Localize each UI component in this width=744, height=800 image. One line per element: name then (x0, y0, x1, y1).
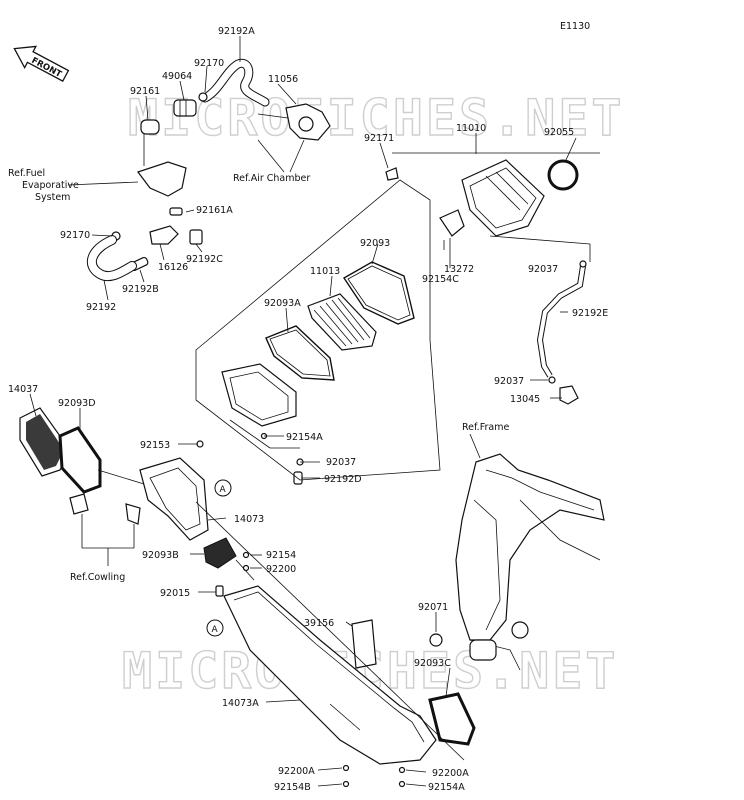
ref-fuel-label-3: System (35, 192, 70, 203)
circle-ref-a-upper: A (214, 479, 232, 497)
part-label: 92015 (160, 588, 190, 599)
part-label: 11056 (268, 74, 298, 85)
evap-parts-group (86, 58, 331, 282)
part-label: 92037 (494, 376, 524, 387)
circle-ref-a-lower: A (206, 619, 224, 637)
part-label: 92200 (266, 564, 296, 575)
part-label: 92200A (432, 768, 469, 779)
part-label: 92161 (130, 86, 160, 97)
part-label: 92093C (414, 658, 451, 669)
part-label: 92200A (278, 766, 315, 777)
leader-lines (29, 36, 600, 787)
part-label: 92093 (360, 238, 390, 249)
part-label: 11010 (456, 123, 486, 134)
part-label: 92170 (60, 230, 90, 241)
part-label: 92192 (86, 302, 116, 313)
part-label: 39156 (304, 618, 334, 629)
part-label: 92170 (194, 58, 224, 69)
part-label: 92192A (218, 26, 255, 37)
air-cleaner-housing (385, 159, 587, 405)
part-label: 92093B (142, 550, 179, 561)
ref-air-chamber-label: Ref.Air Chamber (233, 173, 310, 184)
part-label: 92093D (58, 398, 96, 409)
part-label: 92192B (122, 284, 159, 295)
part-labels: 92192A 92170 49064 11056 92161 11010 920… (8, 26, 608, 793)
part-label: 92154B (274, 782, 311, 793)
part-label: 92192E (572, 308, 608, 319)
part-label: 11013 (310, 266, 340, 277)
part-label: 92171 (364, 133, 394, 144)
part-label: 92071 (418, 602, 448, 613)
part-label: 16126 (158, 262, 188, 273)
svg-text:A: A (212, 625, 219, 635)
part-label: 92153 (140, 440, 170, 451)
ref-frame-label: Ref.Frame (462, 422, 509, 433)
part-label: 92192D (324, 474, 362, 485)
part-label: 49064 (162, 71, 192, 82)
frame-ref (429, 453, 605, 671)
ref-fuel-label-1: Ref.Fuel (8, 168, 45, 179)
svg-text:A: A (220, 485, 227, 495)
part-label: 13045 (510, 394, 540, 405)
part-label: 92037 (326, 457, 356, 468)
front-arrow-icon: FRONT (13, 45, 70, 83)
intake-duct-group (19, 407, 476, 788)
part-label: 14073A (222, 698, 259, 709)
part-label: 92154C (422, 274, 459, 285)
part-label: 13272 (444, 264, 474, 275)
part-label: 92055 (544, 127, 574, 138)
filter-elements (221, 261, 415, 485)
diagram-code: E1130 (560, 21, 590, 32)
ref-cowling-label: Ref.Cowling (70, 572, 125, 583)
part-label: 92154A (428, 782, 465, 793)
ref-fuel-label-2: Evaporative (22, 180, 79, 191)
part-label: 92161A (196, 205, 233, 216)
part-label: 92093A (264, 298, 301, 309)
part-label: 92154 (266, 550, 296, 561)
part-label: 92037 (528, 264, 558, 275)
o-ring-92055 (547, 159, 579, 191)
part-label: 92192C (186, 254, 223, 265)
part-label: 92154A (286, 432, 323, 443)
part-label: 14037 (8, 384, 38, 395)
part-label: 14073 (234, 514, 264, 525)
